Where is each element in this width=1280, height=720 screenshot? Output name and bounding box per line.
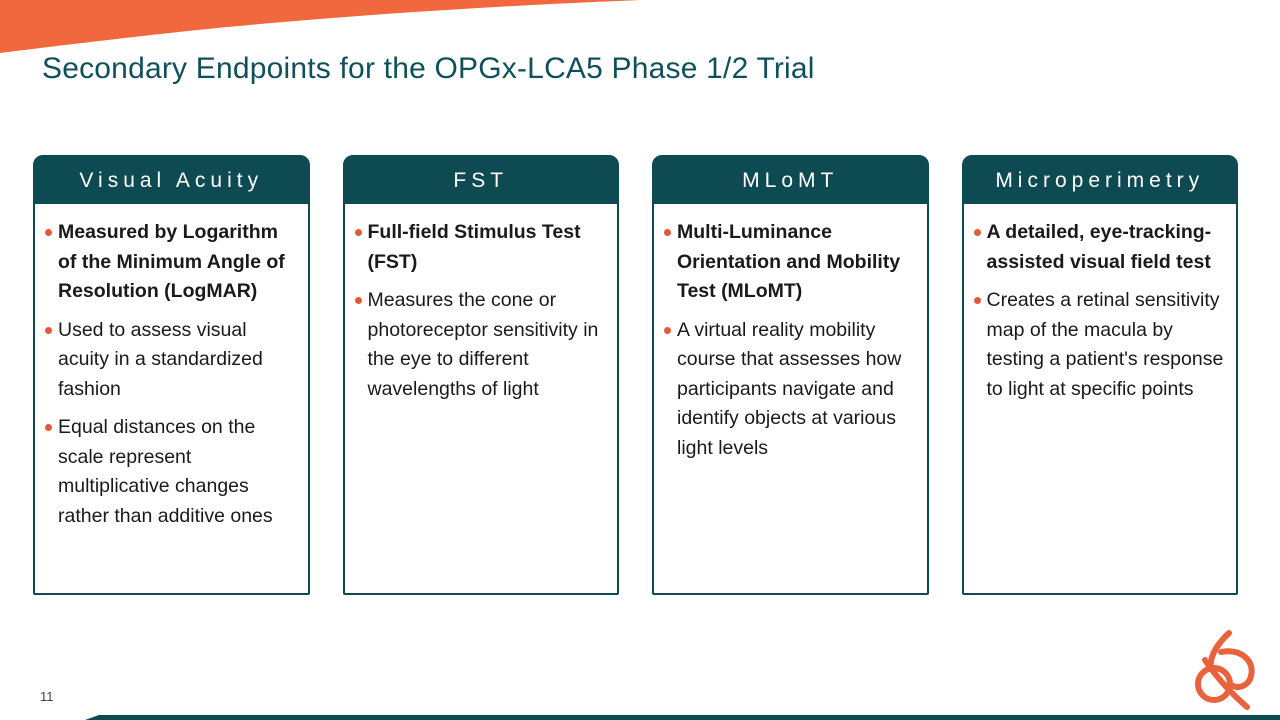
bullet-item: A detailed, eye-tracking-assisted visual… bbox=[972, 218, 1229, 277]
bullet-dot-icon bbox=[664, 326, 671, 334]
bullet-item: A virtual reality mobility course that a… bbox=[662, 316, 919, 464]
bullet-text: Measured by Logarithm of the Minimum Ang… bbox=[58, 221, 285, 302]
page-title: Secondary Endpoints for the OPGx-LCA5 Ph… bbox=[42, 52, 815, 85]
bullet-text: A virtual reality mobility course that a… bbox=[677, 318, 902, 459]
card-mlomt: MLoMT Multi-Luminance Orientation and Mo… bbox=[652, 155, 929, 595]
bullet-text: A detailed, eye-tracking-assisted visual… bbox=[986, 221, 1212, 273]
endpoint-cards: Visual Acuity Measured by Logarithm of t… bbox=[33, 155, 1238, 595]
card-microperimetry: Microperimetry A detailed, eye-tracking-… bbox=[961, 155, 1238, 595]
bullet-text: Measures the cone or photoreceptor sensi… bbox=[367, 289, 599, 400]
bullet-dot-icon bbox=[973, 297, 981, 304]
card-header: Visual Acuity bbox=[35, 157, 308, 207]
bullet-item: Measured by Logarithm of the Minimum Ang… bbox=[43, 218, 300, 307]
card-header: MLoMT bbox=[654, 157, 927, 207]
bullet-item: Used to assess visual acuity in a standa… bbox=[43, 316, 300, 405]
card-header: Microperimetry bbox=[963, 157, 1236, 207]
bullet-text: Used to assess visual acuity in a standa… bbox=[58, 318, 263, 400]
card-fst: FST Full-field Stimulus Test (FST) Measu… bbox=[342, 155, 619, 595]
bullet-dot-icon bbox=[664, 229, 671, 236]
card-body: Full-field Stimulus Test (FST) Measures … bbox=[345, 207, 618, 414]
bullet-dot-icon bbox=[45, 326, 52, 334]
bullet-dot-icon bbox=[354, 229, 362, 236]
card-header: FST bbox=[344, 157, 617, 207]
bullet-item: Full-field Stimulus Test (FST) bbox=[353, 218, 610, 277]
bullet-item: Equal distances on the scale represent m… bbox=[43, 413, 300, 531]
bullet-text: Multi-Luminance Orientation and Mobility… bbox=[677, 221, 901, 302]
card-body: A detailed, eye-tracking-assisted visual… bbox=[964, 207, 1237, 414]
page-number: 11 bbox=[40, 689, 54, 704]
bullet-item: Creates a retinal sensitivity map of the… bbox=[972, 286, 1229, 404]
card-visual-acuity: Visual Acuity Measured by Logarithm of t… bbox=[33, 155, 310, 595]
bullet-dot-icon bbox=[354, 297, 362, 304]
bullet-text: Full-field Stimulus Test (FST) bbox=[367, 221, 581, 273]
bullet-dot-icon bbox=[45, 229, 52, 236]
bullet-item: Measures the cone or photoreceptor sensi… bbox=[353, 286, 610, 404]
corner-swoosh-icon bbox=[0, 0, 642, 53]
bullet-dot-icon bbox=[45, 424, 52, 431]
bullet-item: Multi-Luminance Orientation and Mobility… bbox=[662, 218, 919, 307]
card-body: Multi-Luminance Orientation and Mobility… bbox=[654, 207, 927, 473]
company-swirl-logo-icon bbox=[1195, 630, 1255, 710]
bullet-text: Equal distances on the scale represent m… bbox=[58, 416, 273, 527]
footer-accent-bar bbox=[85, 715, 1280, 720]
bullet-text: Creates a retinal sensitivity map of the… bbox=[986, 289, 1224, 400]
bullet-dot-icon bbox=[973, 229, 981, 236]
card-body: Measured by Logarithm of the Minimum Ang… bbox=[35, 207, 308, 541]
